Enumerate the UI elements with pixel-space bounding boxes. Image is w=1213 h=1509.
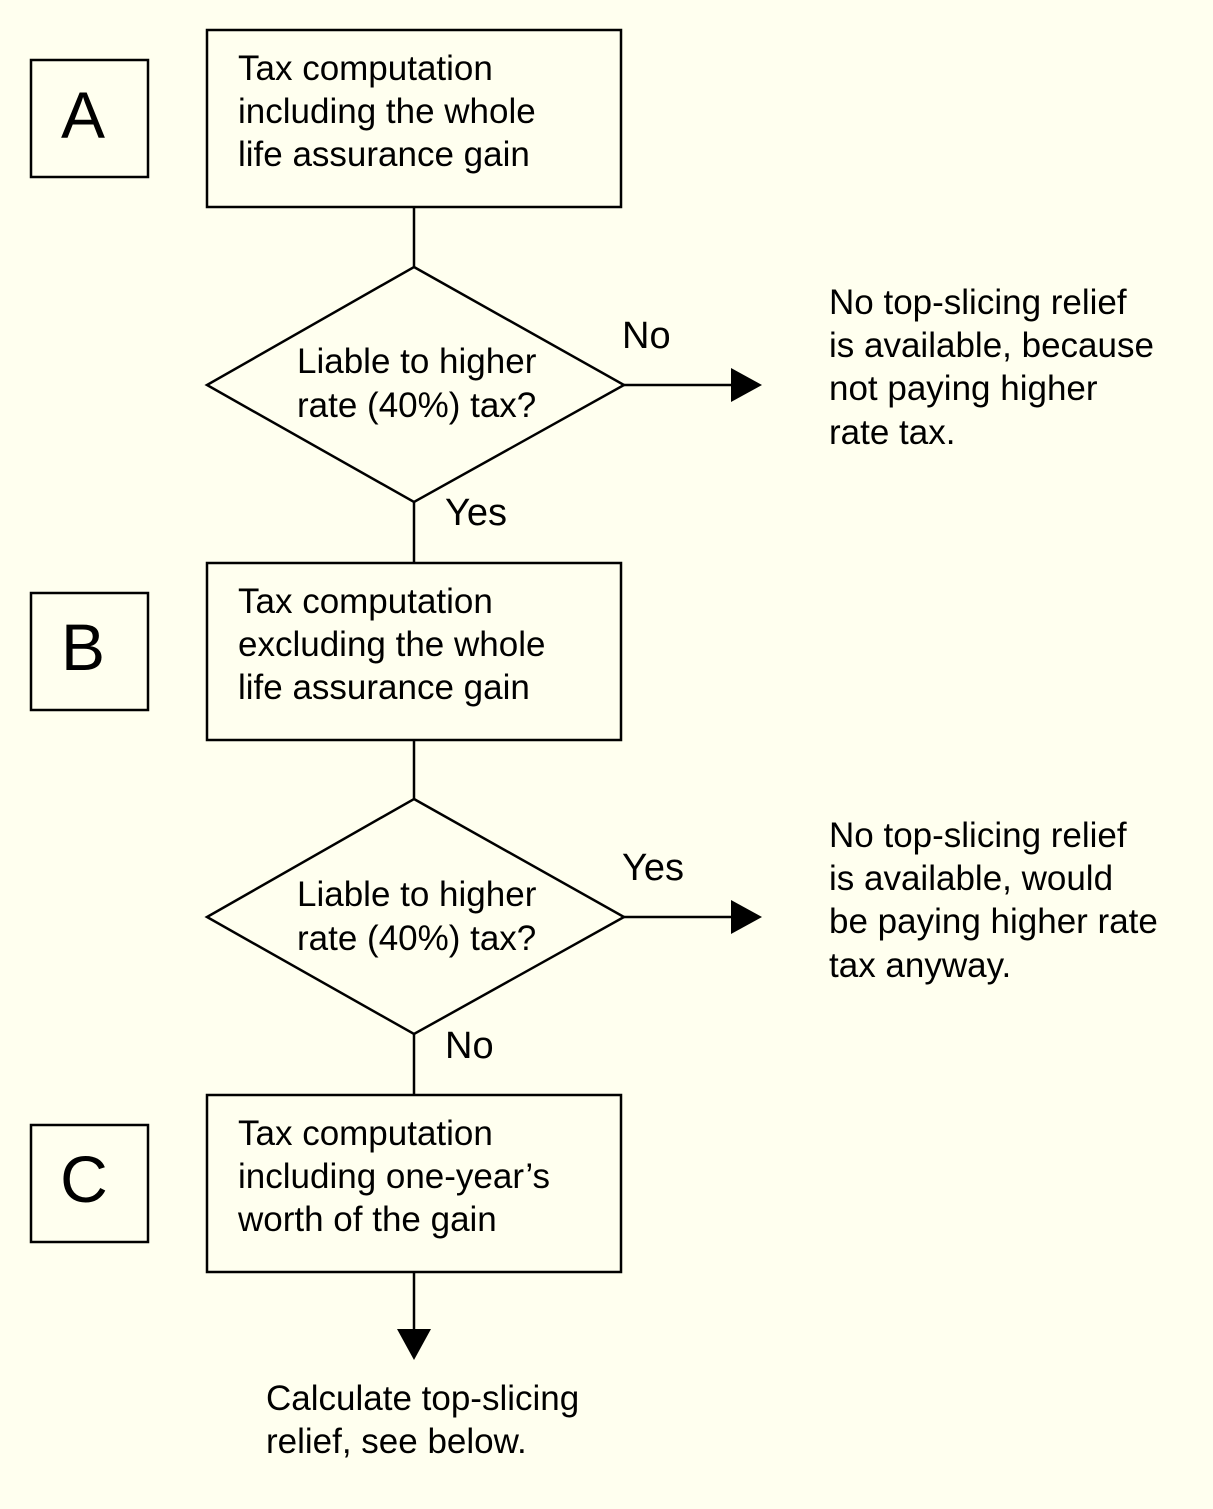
decision-2-yes-label: Yes — [622, 847, 684, 889]
decision-2-line-2: rate (40%) tax? — [297, 919, 536, 958]
box-b-line-1: Tax computation — [238, 582, 493, 621]
box-c-line-2: including one-year’s — [238, 1157, 550, 1196]
decision-1-no-label: No — [622, 315, 671, 357]
decision-1-yes-label: Yes — [445, 492, 507, 534]
decision-2-no-label: No — [445, 1025, 494, 1067]
box-a-line-3: life assurance gain — [238, 135, 530, 174]
outcome-1-line-1: No top-slicing relief — [829, 283, 1127, 322]
box-b-text: Tax computation excluding the whole life… — [238, 582, 555, 707]
decision-1-line-2: rate (40%) tax? — [297, 386, 536, 425]
final-step-line-1: Calculate top-slicing — [266, 1379, 579, 1418]
marker-a-label: A — [61, 78, 105, 152]
final-step-line-2: relief, see below. — [266, 1422, 527, 1461]
marker-a-box — [29, 58, 150, 179]
decision-2-diamond — [204, 797, 627, 1036]
box-a-line-1: Tax computation — [238, 49, 493, 88]
marker-c-box — [29, 1123, 150, 1244]
decision-1-line-1: Liable to higher — [297, 342, 537, 381]
box-c-line-3: worth of the gain — [237, 1200, 497, 1239]
marker-c-label: C — [60, 1142, 108, 1216]
arrowhead-decision-1-no — [731, 368, 762, 402]
marker-b-label: B — [61, 610, 105, 684]
outcome-1-text: No top-slicing relief is available, beca… — [829, 283, 1164, 452]
outcome-2-line-2: is available, would — [829, 859, 1113, 898]
box-a-text: Tax computation including the whole life… — [238, 49, 545, 174]
decision-2-line-1: Liable to higher — [297, 875, 537, 914]
arrowhead-c-to-final — [397, 1329, 431, 1360]
outcome-2-line-4: tax anyway. — [829, 946, 1011, 985]
outcome-2-line-3: be paying higher rate — [829, 902, 1158, 941]
arrowhead-decision-2-yes — [731, 900, 762, 934]
decision-1-text: Liable to higher rate (40%) tax? — [297, 342, 546, 425]
box-b-line-3: life assurance gain — [238, 668, 530, 707]
outcome-2-text: No top-slicing relief is available, woul… — [829, 816, 1168, 985]
outcome-1-line-4: rate tax. — [829, 413, 955, 452]
box-b-line-2: excluding the whole — [238, 625, 545, 664]
outcome-2-line-1: No top-slicing relief — [829, 816, 1127, 855]
box-c-text: Tax computation including one-year’s wor… — [237, 1114, 560, 1239]
decision-1-diamond — [204, 265, 627, 504]
outcome-1-line-2: is available, because — [829, 326, 1154, 365]
box-a-line-2: including the whole — [238, 92, 536, 131]
outcome-1-line-3: not paying higher — [829, 369, 1098, 408]
box-c-line-1: Tax computation — [238, 1114, 493, 1153]
decision-2-text: Liable to higher rate (40%) tax? — [297, 875, 546, 958]
final-step-text: Calculate top-slicing relief, see below. — [266, 1379, 589, 1461]
marker-b-box — [29, 591, 150, 712]
